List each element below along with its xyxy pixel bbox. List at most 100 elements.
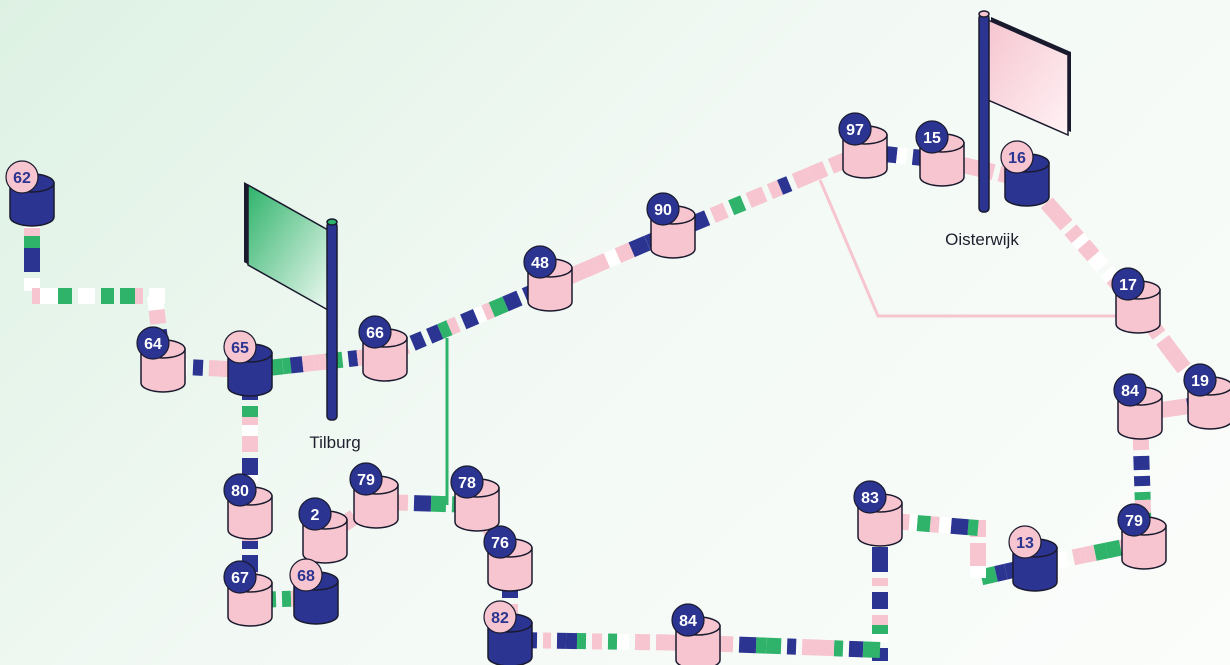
connector-line (818, 179, 1122, 318)
node-number-badge (298, 497, 332, 531)
node-number: 82 (491, 610, 509, 627)
node-number: 19 (1191, 373, 1209, 390)
route-node[interactable]: 78 (450, 465, 500, 532)
route-node[interactable]: 84 (671, 603, 721, 665)
route-stripe (565, 632, 578, 650)
route-stripe (1064, 224, 1084, 244)
node-cylinder-body (140, 348, 186, 393)
route-stripe (409, 331, 427, 351)
route-stripe (242, 417, 258, 425)
route-stripe (192, 359, 204, 376)
route-stripe (848, 640, 864, 658)
route-stripe (950, 517, 969, 536)
node-number-badge (1000, 140, 1034, 174)
node-number-badge (289, 558, 323, 592)
node-cylinder-body (227, 352, 273, 397)
flag-pole (326, 221, 338, 421)
route-stripe (967, 519, 979, 536)
route-stripe (49, 288, 58, 304)
route-node[interactable]: 64 (136, 326, 186, 393)
route-stripe (766, 180, 784, 199)
route-stripe (818, 639, 835, 657)
route-stripe (1100, 265, 1119, 284)
node-cylinder-body (487, 547, 533, 592)
route-stripe (148, 309, 167, 325)
route-stripe (1071, 547, 1087, 566)
route-stripe (135, 288, 143, 304)
route-node[interactable]: 80 (223, 473, 273, 540)
route-node[interactable]: 13 (1008, 525, 1058, 592)
node-number-badge (1111, 267, 1145, 301)
route-node[interactable]: 15 (915, 120, 965, 187)
node-cylinder-body (1117, 395, 1163, 440)
node-cylinder-body (650, 214, 696, 259)
node-number: 84 (1121, 383, 1139, 400)
node-number-badge (483, 600, 517, 634)
city-flag (244, 182, 338, 421)
route-node[interactable]: 66 (358, 315, 408, 382)
route-node[interactable]: 65 (223, 330, 273, 397)
route-node[interactable]: 19 (1183, 363, 1230, 430)
route-stripe (709, 202, 729, 223)
route-node[interactable]: 48 (523, 245, 573, 312)
node-number: 17 (1119, 277, 1137, 294)
node-number-badge (838, 112, 872, 146)
route-stripe (745, 186, 768, 208)
route-stripe (446, 316, 461, 336)
node-number-badge (5, 160, 39, 194)
route-stripe (281, 590, 292, 608)
route-stripe (833, 640, 844, 657)
node-cylinder-body (857, 502, 903, 547)
route-stripe (591, 633, 603, 650)
route-stripe (872, 615, 888, 625)
node-number-badge (671, 603, 705, 637)
node-cylinder-body (1012, 547, 1058, 592)
route-stripe (872, 592, 888, 609)
route-stripe (1077, 239, 1100, 262)
route-stripe (827, 154, 846, 174)
route-stripe (1071, 232, 1090, 251)
route-node[interactable]: 2 (298, 497, 348, 564)
route-stripe (58, 288, 72, 304)
route-node[interactable]: 79 (349, 462, 399, 529)
route-stripe (488, 296, 509, 318)
node-number-badge (136, 326, 170, 360)
route-node[interactable]: 62 (5, 160, 55, 227)
route-node[interactable]: 82 (483, 600, 533, 665)
node-cylinder-body (362, 337, 408, 382)
node-number-badge (358, 315, 392, 349)
route-node[interactable]: 83 (853, 480, 903, 547)
route-stripe (313, 353, 328, 371)
route-stripe (413, 495, 432, 512)
route-stripe (1087, 250, 1109, 272)
node-number: 16 (1008, 150, 1026, 167)
node-number-badge (646, 192, 680, 226)
node-number-badge (915, 120, 949, 154)
node-cylinder-body (227, 582, 273, 627)
route-node[interactable]: 68 (289, 558, 339, 625)
node-number-badge (1183, 363, 1217, 397)
route-node[interactable]: 17 (1111, 267, 1161, 334)
route-stripe (120, 288, 135, 304)
route-stripe (755, 637, 767, 654)
route-node[interactable]: 79 (1117, 503, 1167, 570)
node-number: 13 (1016, 535, 1034, 552)
route-stripe (738, 636, 757, 654)
route-node[interactable]: 97 (838, 112, 888, 179)
route-node[interactable]: 84 (1113, 373, 1163, 440)
route-node[interactable]: 16 (1000, 140, 1050, 207)
node-cylinder-body (227, 495, 273, 540)
route-node[interactable]: 90 (646, 192, 696, 259)
route-node[interactable]: 76 (483, 525, 533, 592)
node-number: 90 (654, 202, 672, 219)
route-stripe (1134, 491, 1151, 501)
route-node[interactable]: 67 (223, 560, 273, 627)
city-flags (244, 10, 1071, 421)
node-cylinder-body (353, 484, 399, 529)
node-cylinder-body (1187, 385, 1230, 430)
route-stripe (101, 288, 114, 304)
route-stripe (634, 633, 651, 651)
route-stripe (916, 515, 931, 533)
